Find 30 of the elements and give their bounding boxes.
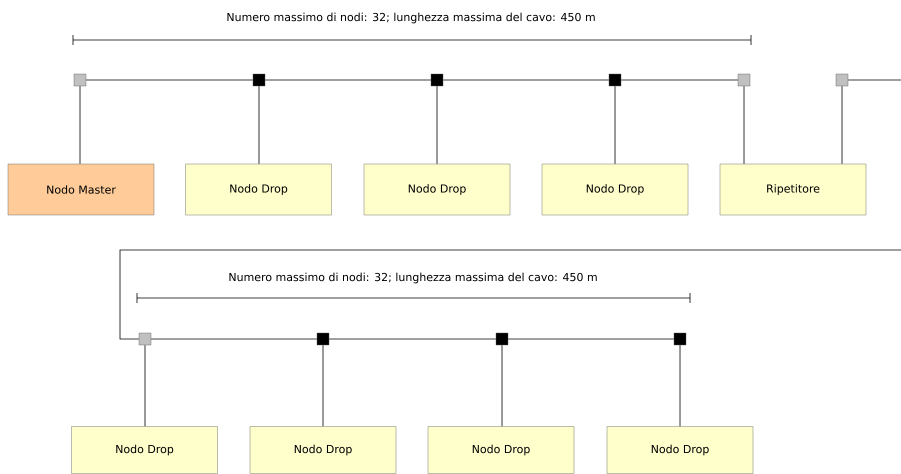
tap-square: [74, 74, 86, 86]
device-box: Nodo Drop: [428, 426, 574, 474]
device-box: Nodo Drop: [606, 426, 754, 474]
device-box: Nodo Drop: [364, 164, 510, 216]
connector-square: [674, 332, 686, 346]
device-box: Nodo Drop: [71, 426, 218, 474]
cable-line: [120, 80, 901, 340]
tap-square: [738, 74, 750, 86]
device-box: Nodo Drop: [250, 426, 396, 474]
connector-square: [430, 74, 444, 86]
connector-square: [316, 332, 330, 346]
device-box: Nodo Drop: [542, 164, 688, 216]
cable-line: [614, 86, 616, 164]
device-box: Nodo Drop: [185, 164, 332, 216]
device-box: Ripetitore: [720, 164, 866, 216]
cable-line: [328, 338, 496, 340]
tap-square: [138, 332, 152, 346]
cable-line: [144, 344, 146, 427]
device-box: Nodo Master: [8, 164, 154, 216]
tap-square: [836, 74, 848, 86]
dimension-label: Numero massimo di nodi: 32; lunghezza massima del cavo: 450 m: [229, 272, 597, 284]
connector-square: [496, 332, 508, 346]
connector-square: [252, 74, 266, 86]
dimension-label: Numero massimo di nodi: 32; lunghezza massima del cavo: 450 m: [227, 12, 595, 24]
cable-line: [150, 338, 318, 340]
cable-line: [322, 344, 324, 427]
cable-line: [508, 338, 674, 340]
cable-line: [436, 86, 438, 164]
connector-square: [608, 74, 622, 86]
cable-line: [258, 86, 260, 164]
